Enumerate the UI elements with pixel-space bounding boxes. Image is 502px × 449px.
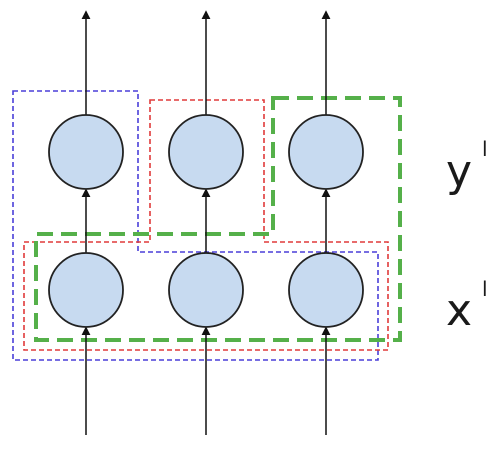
blue-group-outline [12, 90, 379, 361]
y-layer-label: y [446, 146, 472, 197]
x-layer-superscript: l [482, 277, 488, 301]
x-layer-label: x [446, 285, 472, 336]
y-layer-superscript: l [482, 137, 488, 161]
green-group-outline [34, 96, 402, 342]
x-node-2 [168, 252, 244, 328]
y-node-1 [48, 114, 124, 190]
x-node-1 [48, 252, 124, 328]
x-node-3 [288, 252, 364, 328]
red-group-outline [23, 99, 389, 351]
y-node-2 [168, 114, 244, 190]
y-node-3 [288, 114, 364, 190]
